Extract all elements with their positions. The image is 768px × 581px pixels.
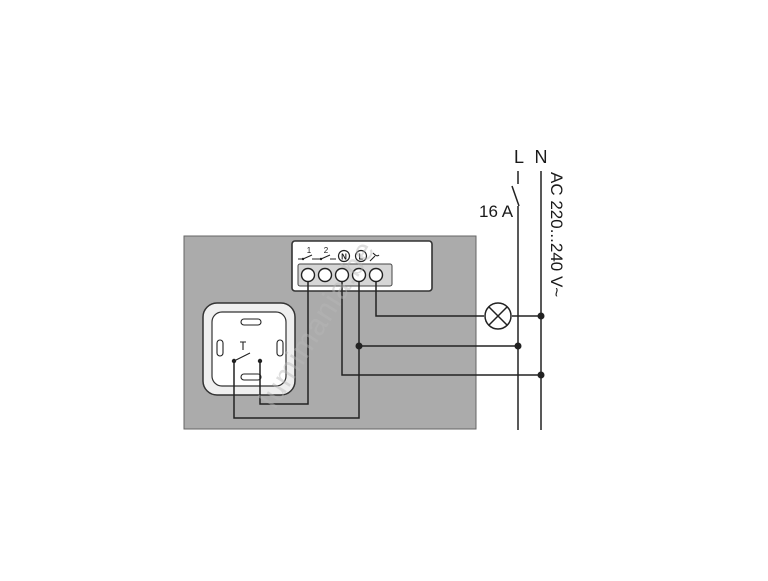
terminal-2-label: 2 — [324, 246, 329, 255]
neutral-terminal-symbol: N — [337, 249, 351, 263]
neutral-label: N — [535, 147, 548, 167]
line-conductor — [511, 171, 520, 430]
wire-neutral-terminal — [341, 281, 541, 376]
terminal-screw-1 — [300, 267, 316, 283]
terminal-1-label: 1 — [307, 246, 312, 255]
terminal-block: 1 2 N L — [291, 240, 433, 292]
wall-switch — [202, 302, 296, 396]
line-terminal-label: L — [359, 253, 364, 262]
terminal-2-symbol: 2 — [317, 246, 336, 261]
load-terminal-symbol — [369, 252, 380, 262]
fuse-rating-label: 16 A — [479, 202, 514, 221]
line-label: L — [514, 147, 524, 167]
voltage-label: AC 220...240 V~ — [547, 172, 566, 297]
junction-line-terminal — [355, 342, 363, 350]
wire-switch-to-terminal-1 — [259, 281, 309, 405]
lamp-symbol — [484, 302, 512, 330]
terminal-screw-load — [368, 267, 384, 283]
terminal-screw-2 — [317, 267, 333, 283]
wire-load-terminal — [375, 281, 484, 317]
line-terminal-symbol: L — [354, 249, 368, 263]
neutral-terminal-label: N — [341, 253, 347, 262]
